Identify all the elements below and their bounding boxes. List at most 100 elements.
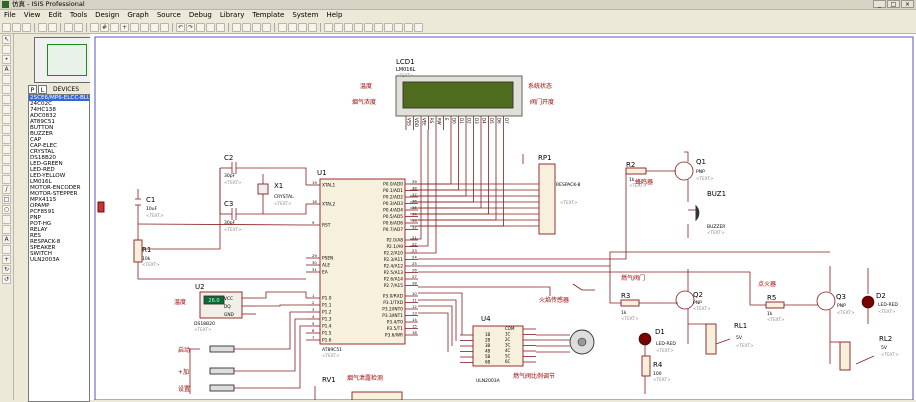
device-list-item[interactable]: MOTOR-ENCODER: [30, 185, 81, 191]
device-list-item[interactable]: BUZZER: [30, 131, 53, 137]
menu-source[interactable]: Source: [156, 11, 181, 19]
menu-design[interactable]: Design: [95, 11, 120, 19]
menu-debug[interactable]: Debug: [188, 11, 212, 19]
menu-tools[interactable]: Tools: [69, 11, 88, 19]
line-2d-icon[interactable]: /: [2, 185, 11, 194]
print-area-icon[interactable]: [74, 22, 83, 32]
origin-icon[interactable]: [110, 22, 119, 32]
menu-help[interactable]: Help: [326, 11, 343, 19]
graph-mode-icon[interactable]: [2, 125, 11, 134]
subcircuit-icon[interactable]: [2, 95, 11, 104]
new-sheet-icon[interactable]: [364, 22, 373, 32]
device-list-item[interactable]: BUTTON: [30, 125, 54, 131]
cut-icon[interactable]: [196, 22, 205, 32]
new-file-icon[interactable]: [2, 22, 11, 32]
virtual-instruments-icon[interactable]: [2, 175, 11, 184]
import-icon[interactable]: [38, 22, 47, 32]
bus-mode-icon[interactable]: [2, 85, 11, 94]
block-copy-icon[interactable]: [232, 22, 241, 32]
electrical-rules-icon[interactable]: [404, 22, 413, 32]
device-list-item[interactable]: CRYSTAL: [30, 149, 55, 155]
circle-2d-icon[interactable]: ○: [2, 205, 11, 214]
device-list-item[interactable]: PCF8591: [30, 209, 55, 215]
device-list-item[interactable]: 2SCE6/MP6-ELCC-BLUE: [29, 95, 90, 101]
menu-template[interactable]: Template: [252, 11, 285, 19]
save-icon[interactable]: [22, 22, 31, 32]
device-list-item[interactable]: ULN2003A: [30, 257, 60, 263]
path-2d-icon[interactable]: [2, 225, 11, 234]
packaging-icon[interactable]: [298, 22, 307, 32]
wire-label-icon[interactable]: A: [2, 65, 11, 74]
library-manager-button[interactable]: L: [38, 85, 47, 94]
device-list-item[interactable]: LED-RED: [30, 167, 55, 173]
device-list-item[interactable]: DS18B20: [30, 155, 56, 161]
marker-2d-icon[interactable]: +: [2, 255, 11, 264]
maximize-button[interactable]: □: [887, 0, 900, 8]
block-move-icon[interactable]: [242, 22, 251, 32]
device-list-item[interactable]: SWITCH: [30, 251, 52, 257]
redo-icon[interactable]: ↷: [186, 22, 195, 32]
remove-sheet-icon[interactable]: [374, 22, 383, 32]
device-list-item[interactable]: 74HC138: [30, 107, 56, 113]
menu-graph[interactable]: Graph: [127, 11, 149, 19]
device-list-item[interactable]: MPX4115: [30, 197, 57, 203]
search-icon[interactable]: [334, 22, 343, 32]
device-list-item[interactable]: LED-YELLOW: [30, 173, 66, 179]
menu-view[interactable]: View: [23, 11, 41, 19]
device-list-item[interactable]: RELAY: [30, 227, 48, 233]
device-list-item[interactable]: POT-HG: [30, 221, 52, 227]
component-mode-icon[interactable]: [2, 45, 11, 54]
device-list-item[interactable]: AT89C51: [30, 119, 55, 125]
pick-device-icon[interactable]: [278, 22, 287, 32]
junction-dot-icon[interactable]: •: [2, 55, 11, 64]
device-pins-icon[interactable]: [2, 115, 11, 124]
grid-icon[interactable]: #: [100, 22, 109, 32]
redraw-icon[interactable]: [90, 22, 99, 32]
symbol-2d-icon[interactable]: [2, 245, 11, 254]
menu-file[interactable]: File: [4, 11, 16, 19]
device-list-item[interactable]: 24C02C: [30, 101, 53, 107]
decompose-icon[interactable]: [308, 22, 317, 32]
device-list-item[interactable]: LM016L: [30, 179, 52, 185]
print-icon[interactable]: [64, 22, 73, 32]
device-list-item[interactable]: CAP-ELEC: [30, 143, 58, 149]
text-2d-icon[interactable]: A: [2, 235, 11, 244]
selection-mode-icon[interactable]: ↖: [2, 35, 11, 44]
tape-recorder-icon[interactable]: [2, 135, 11, 144]
device-list-item[interactable]: MOTOR-STEPPER: [30, 191, 78, 197]
box-2d-icon[interactable]: □: [2, 195, 11, 204]
terminals-icon[interactable]: [2, 105, 11, 114]
block-rotate-icon[interactable]: [252, 22, 261, 32]
bill-of-materials-icon[interactable]: [394, 22, 403, 32]
rotate-ccw-icon[interactable]: ↺: [2, 275, 11, 284]
current-probe-icon[interactable]: [2, 165, 11, 174]
menu-edit[interactable]: Edit: [48, 11, 62, 19]
property-tool-icon[interactable]: [344, 22, 353, 32]
device-list-item[interactable]: PNP: [30, 215, 41, 221]
block-delete-icon[interactable]: [262, 22, 271, 32]
pan-icon[interactable]: +: [120, 22, 129, 32]
device-list-item[interactable]: SPEAKER: [30, 245, 56, 251]
close-button[interactable]: ×: [901, 0, 914, 8]
make-device-icon[interactable]: [288, 22, 297, 32]
netlist-to-ares-icon[interactable]: [414, 22, 423, 32]
device-list-item[interactable]: RES: [30, 233, 41, 239]
zoom-all-icon[interactable]: [150, 22, 159, 32]
open-file-icon[interactable]: [12, 22, 21, 32]
device-list-item[interactable]: RESPACK-8: [30, 239, 61, 245]
device-list-item[interactable]: LED-GREEN: [30, 161, 63, 167]
pick-devices-button[interactable]: P: [28, 85, 37, 94]
text-script-icon[interactable]: [2, 75, 11, 84]
wire-autorouter-icon[interactable]: [324, 22, 333, 32]
overview-window[interactable]: [34, 37, 98, 83]
menu-system[interactable]: System: [292, 11, 319, 19]
device-list-item[interactable]: ADC0832: [30, 113, 57, 119]
exit-to-parent-icon[interactable]: [384, 22, 393, 32]
zoom-area-icon[interactable]: [160, 22, 169, 32]
paste-icon[interactable]: [216, 22, 225, 32]
rotate-cw-icon[interactable]: ↻: [2, 265, 11, 274]
arc-2d-icon[interactable]: [2, 215, 11, 224]
